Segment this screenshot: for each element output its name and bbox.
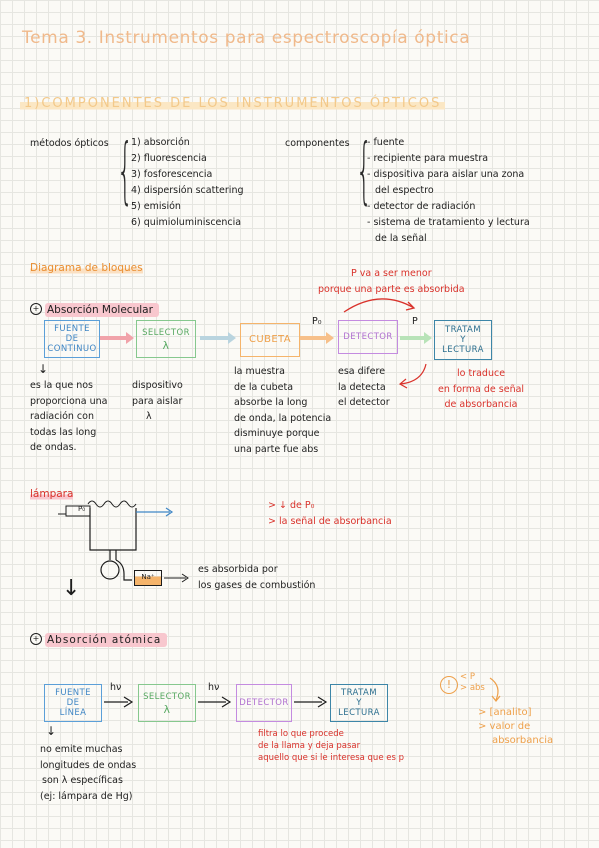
curved-arrow-icon [343, 298, 416, 313]
list-item: 3) fosforescencia [131, 169, 213, 180]
fuente-note: es la que nos proporciona una radiación … [30, 380, 108, 453]
componentes-list: - fuente - recipiente para muestra - dis… [367, 135, 530, 247]
metodos-list: 1) absorción 2) fluorescencia 3) fosfore… [131, 135, 244, 231]
list-item: del espectro [375, 185, 434, 196]
fuente-linea-note: no emite muchas longitudes de ondas son … [40, 744, 137, 802]
arrow-icon [294, 696, 328, 708]
arrow-icon [300, 332, 334, 344]
lampara-red-points: > ↓ de P₀ > la señal de absorbancia [268, 500, 392, 527]
p-label: P [412, 316, 418, 327]
selector-box: SELECTOR λ [138, 684, 196, 722]
section-heading: 1)COMPONENTES DE LOS INSTRUMENTOS ÓPTICO… [20, 96, 446, 111]
list-item: de la señal [375, 233, 427, 244]
lampara-sketch-icon [58, 500, 174, 581]
side-lines: < P > abs [460, 672, 485, 693]
list-item: - detector de radiación [367, 201, 476, 212]
arrow-icon [100, 332, 134, 344]
tratam-lectura-box: TRATAM Y LECTURA [330, 684, 388, 722]
cubeta-note: la muestra de la cubeta absorbe la long … [234, 366, 332, 455]
arrow-icon [200, 332, 236, 344]
arrow-icon [400, 332, 432, 344]
down-arrow-icon: ↓ [62, 576, 81, 601]
lampara-p0-label: P₀ [78, 505, 86, 513]
curved-arrow-icon [398, 363, 427, 389]
page-title: Tema 3. Instrumentos para espectroscopía… [22, 28, 471, 48]
detector-box: DETECTOR [236, 684, 292, 722]
lampara-label: lámpara [30, 488, 74, 500]
down-arrow-icon: ↓ [46, 724, 57, 738]
list-item: 2) fluorescencia [131, 153, 207, 164]
tratam-lectura-box: TRATAM Y LECTURA [434, 320, 492, 360]
list-item: 4) dispersión scattering [131, 185, 244, 196]
curved-arrow-icon [489, 677, 501, 702]
warning-icon: ! [440, 676, 458, 694]
hv-label: hν [208, 682, 220, 693]
atomica-red-note: filtra lo que procede de la llama y deja… [258, 729, 405, 763]
arrow-icon [164, 573, 189, 583]
list-item: 6) quimioluminiscencia [131, 217, 242, 228]
molecular-heading: +Absorción Molecular [30, 298, 159, 317]
brace-icon: { [117, 128, 134, 212]
side-result: > [analito] > valor de absorbancia [478, 707, 554, 746]
selector-note: dispositivo para aislar λ [132, 380, 183, 422]
na-box: Na⁺ [134, 570, 162, 586]
list-item: 5) emisión [131, 201, 181, 212]
arrow-icon [104, 696, 134, 708]
fuente-continuo-box: FUENTE DE CONTINUO [44, 320, 100, 358]
componentes-label: componentes [285, 138, 350, 149]
list-item: - recipiente para muestra [367, 153, 489, 164]
plus-circle-icon: + [30, 632, 42, 645]
tratam-note: lo traduce en forma de señal de absorban… [438, 368, 525, 410]
fuente-linea-box: FUENTE DE LÍNEA [44, 684, 102, 722]
atomica-heading: +Absorción atómica [30, 628, 168, 647]
arrow-icon [198, 696, 232, 708]
detector-note: esa difere la detecta el detector [338, 366, 390, 408]
metodos-label: métodos ópticos [30, 138, 109, 149]
list-item: - fuente [367, 137, 405, 148]
down-arrow-icon: ↓ [38, 362, 49, 376]
p0-label: P₀ [312, 316, 322, 327]
selector-box: SELECTOR λ [136, 320, 196, 358]
abs-note: es absorbida por los gases de combustión [198, 564, 316, 591]
plus-circle-icon: + [30, 302, 42, 315]
cubeta-box: CUBETA [240, 323, 300, 357]
diagrama-heading: Diagrama de bloques [30, 262, 143, 274]
red-note: P va a ser menor porque una parte es abs… [318, 268, 465, 295]
detector-box: DETECTOR [338, 320, 398, 354]
list-item: - dispositiva para aislar una zona [367, 169, 525, 180]
list-item: 1) absorción [131, 137, 190, 148]
hv-label: hν [110, 682, 122, 693]
brace-icon: { [356, 128, 373, 212]
list-item: - sistema de tratamiento y lectura [367, 217, 530, 228]
